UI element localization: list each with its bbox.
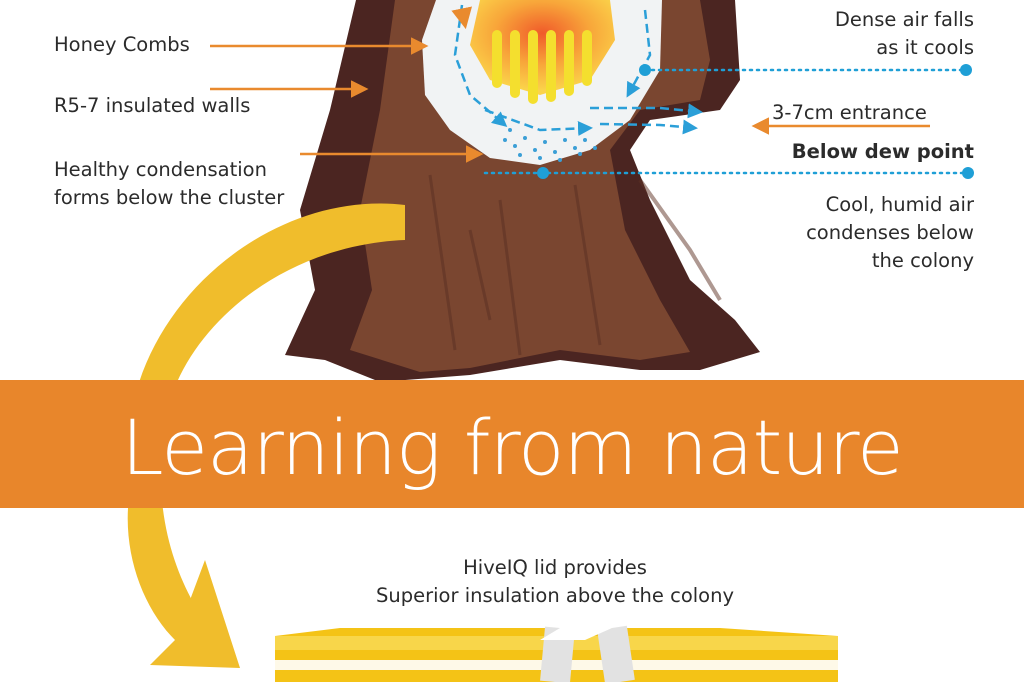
banner-background <box>0 380 1024 508</box>
leader-lines-blue <box>483 64 974 179</box>
lid-caption-line1: HiveIQ lid provides <box>463 556 647 579</box>
curved-arrow <box>127 203 406 623</box>
label-dense-air-line2: as it cools <box>876 36 974 59</box>
label-honey-combs: Honey Combs <box>54 33 190 56</box>
banner-title: Learning from nature <box>121 403 904 492</box>
condensation-dots <box>503 128 597 162</box>
label-humid-line1: Cool, humid air <box>825 193 974 216</box>
label-humid-line3: the colony <box>871 249 974 272</box>
airflow-arrows <box>453 4 703 136</box>
label-insulated-walls: R5-7 insulated walls <box>54 94 251 117</box>
curved-arrow-head <box>127 508 240 668</box>
label-condensation-line1: Healthy condensation <box>54 158 267 181</box>
lid-caption: HiveIQ lid provides Superior insulation … <box>0 554 1024 610</box>
honey-comb-drips <box>492 30 592 104</box>
label-dense-air: Dense air falls as it cools <box>835 6 974 62</box>
label-entrance: 3-7cm entrance <box>772 101 927 124</box>
hiveiq-lid <box>275 625 838 682</box>
label-condensation-line2: forms below the cluster <box>54 186 285 209</box>
label-dense-air-line1: Dense air falls <box>834 8 974 31</box>
lid-caption-line2: Superior insulation above the colony <box>376 584 734 607</box>
label-humid-air: Cool, humid air condenses below the colo… <box>806 191 974 275</box>
label-condensation: Healthy condensation forms below the clu… <box>54 156 284 212</box>
label-humid-line2: condenses below <box>806 221 974 244</box>
label-dew-point: Below dew point <box>791 140 974 163</box>
hive-cavity <box>422 0 703 165</box>
leader-arrows-orange <box>210 37 930 163</box>
